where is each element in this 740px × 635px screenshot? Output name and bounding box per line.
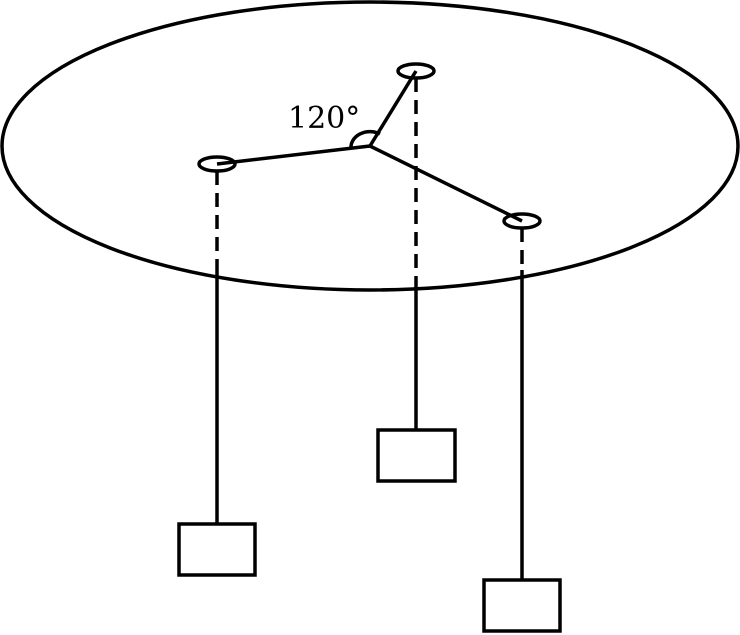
angle-arc [349,129,381,150]
table-surface [0,0,740,292]
left-weight [177,522,257,577]
string-to-right-hole [369,144,523,223]
back-weight [376,428,457,483]
right-weight [482,578,562,633]
string-to-left-hole [216,144,371,166]
angle-label: 120° [288,101,360,136]
string-to-back-hole [368,70,418,147]
